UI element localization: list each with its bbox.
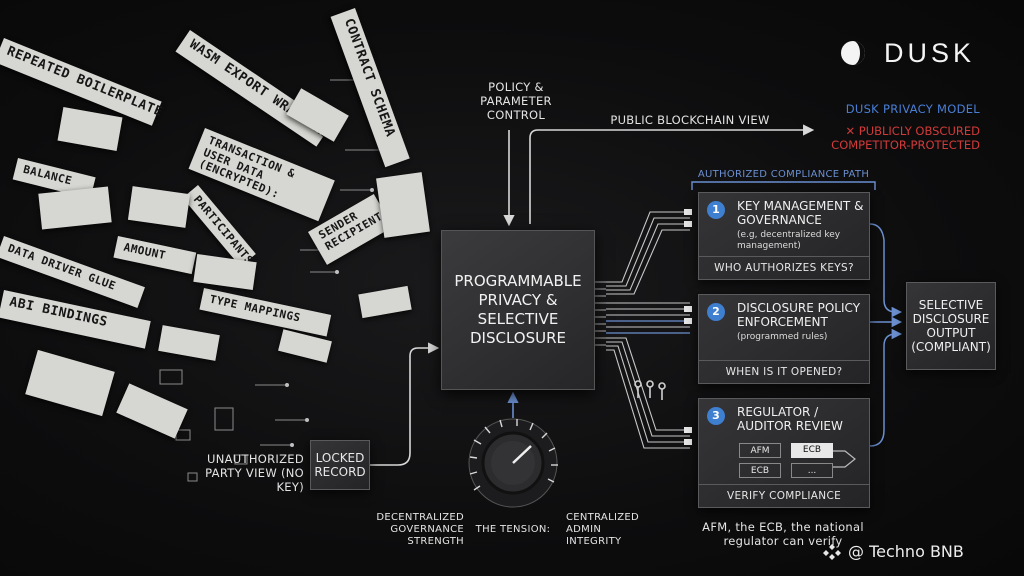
competitor-protected-label: COMPETITOR-PROTECTED [831,138,980,152]
public-view-label: PUBLIC BLOCKCHAIN VIEW [610,113,770,127]
compliance-path-label: AUTHORIZED COMPLIANCE PATH [697,169,870,180]
privacy-processor-chip: PROGRAMMABLE PRIVACY & SELECTIVE DISCLOS… [441,230,595,390]
brand-name: DUSK [884,38,976,68]
step-subtitle: (programmed rules) [737,332,828,342]
diamond-logo-icon [823,544,841,560]
regulator-tag-ecb-highlight: ECB [791,443,833,458]
locked-to-chip-arrow [368,342,440,466]
paper-blank [376,172,430,238]
locked-record-box: LOCKED RECORD [310,440,370,490]
box3-to-output [869,328,903,447]
tension-left-label: DECENTRALIZED GOVERNANCE STRENGTH [376,512,464,547]
brand-logo: DUSK [838,38,998,68]
unauthorized-view-label: UNAUTHORIZED PARTY VIEW (NO KEY) [205,452,304,494]
policy-control-label: POLICY & PARAMETER CONTROL [480,80,552,122]
step-box-regulator-review: 3 REGULATOR / AUDITOR REVIEW AFM ECB ECB… [698,398,870,508]
step-title: DISCLOSURE POLICY ENFORCEMENT [737,301,861,329]
center-label: PROGRAMMABLE PRIVACY & SELECTIVE DISCLOS… [454,272,582,347]
regulator-note: AFM, the ECB, the national regulator can… [702,520,864,548]
x-mark-icon: ✕ [845,124,856,138]
step-box-disclosure-policy: 2 DISCLOSURE POLICY ENFORCEMENT (program… [698,294,870,384]
selective-disclosure-output: SELECTIVE DISCLOSURE OUTPUT (COMPLIANT) [906,282,996,370]
regulator-tag-more: ... [791,463,833,478]
paper-blank [38,186,112,230]
regulator-link-icon [833,450,856,468]
tension-right-label: CENTRALIZED ADMIN INTEGRITY [566,512,639,547]
privacy-model-title: DUSK PRIVACY MODEL [845,102,980,116]
public-view-arrow [529,124,815,224]
watermark-text: @ Techno BNB [848,542,964,561]
regulator-tag-afm: AFM [739,443,781,458]
locked-record-label: LOCKED RECORD [314,451,366,479]
box1-to-output [869,223,903,318]
step-number: 1 [707,201,725,219]
publicly-obscured-label: PUBLICLY OBSCURED [858,124,980,138]
tension-dial-icon [468,418,558,508]
privacy-model-status: ✕ PUBLICLY OBSCURED COMPETITOR-PROTECTED [818,124,980,152]
key-icons [634,380,666,400]
watermark: @ Techno BNB [822,540,1018,564]
step-question: WHEN IS IT OPENED? [699,360,869,383]
step-number: 2 [707,303,725,321]
dusk-logo-icon [841,41,865,65]
step-box-key-management: 1 KEY MANAGEMENT & GOVERNANCE (e.g, dece… [698,192,870,280]
step-title: KEY MANAGEMENT & GOVERNANCE [737,199,864,227]
step-number: 3 [707,407,725,425]
step-question: WHO AUTHORIZES KEYS? [699,256,869,279]
output-label: SELECTIVE DISCLOSURE OUTPUT (COMPLIANT) [911,298,991,354]
step-subtitle: (e.g, decentralized key management) [737,230,841,251]
step-title: REGULATOR / AUDITOR REVIEW [737,405,843,433]
regulator-tag-ecb: ECB [739,463,781,478]
tension-center-label: THE TENSION: [475,524,551,535]
compliance-bracket [691,181,876,190]
step-question: VERIFY COMPLIANCE [699,484,869,507]
